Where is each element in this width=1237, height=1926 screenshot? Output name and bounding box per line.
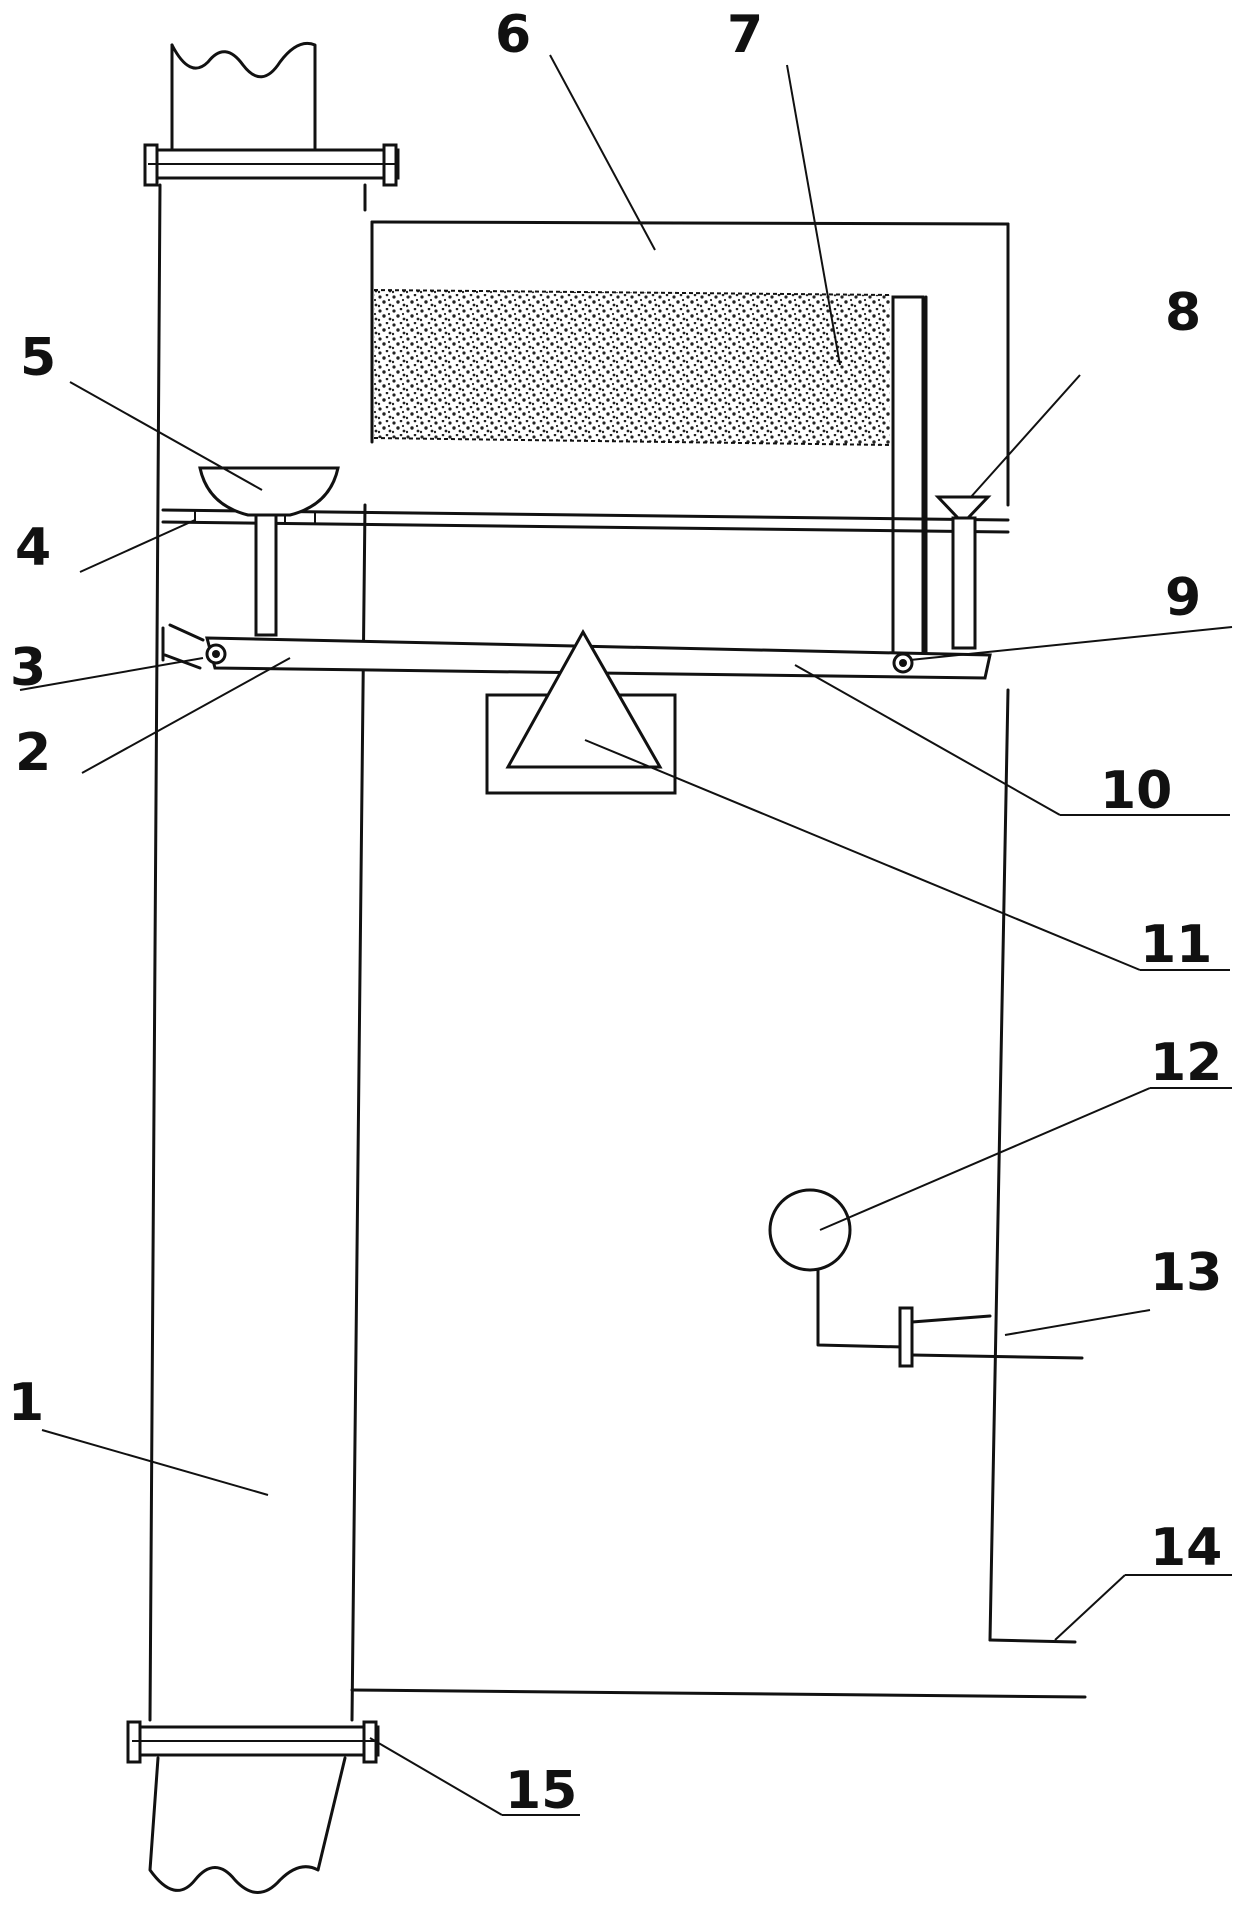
label-5: 5 xyxy=(20,328,56,388)
vertical-rod xyxy=(891,295,928,667)
housing xyxy=(350,220,1087,1699)
pipe xyxy=(148,41,367,1894)
label-4: 4 xyxy=(15,518,51,578)
label-7: 7 xyxy=(727,5,763,65)
left-pivot xyxy=(205,643,227,665)
top-clamp xyxy=(143,143,400,187)
leader-lines xyxy=(19,54,1233,1816)
label-6: 6 xyxy=(495,5,531,65)
label-12: 12 xyxy=(1150,1033,1222,1093)
label-13: 13 xyxy=(1150,1243,1222,1303)
label-3: 3 xyxy=(10,638,46,698)
number-labels: 1 2 3 4 5 6 7 8 9 10 11 12 13 14 15 xyxy=(8,5,1222,1821)
filter-element xyxy=(373,289,891,446)
outlet-pipe xyxy=(898,1306,1084,1368)
label-2: 2 xyxy=(15,723,51,783)
label-15: 15 xyxy=(505,1761,577,1821)
right-pivot xyxy=(892,652,914,674)
cup xyxy=(198,466,340,637)
label-11: 11 xyxy=(1140,915,1212,975)
label-1: 1 xyxy=(8,1373,44,1433)
label-9: 9 xyxy=(1165,568,1201,628)
label-10: 10 xyxy=(1100,761,1172,821)
label-14: 14 xyxy=(1150,1518,1222,1578)
gauge xyxy=(768,1188,905,1349)
bottom-clamp xyxy=(126,1720,380,1764)
fulcrum xyxy=(485,628,677,795)
label-8: 8 xyxy=(1165,283,1201,343)
